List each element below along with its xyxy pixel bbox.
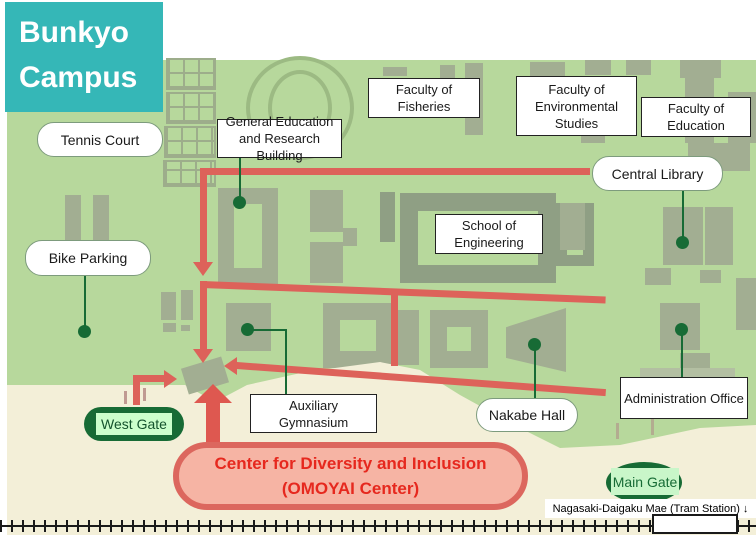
campus-title: Bunkyo Campus [5, 2, 163, 112]
building [440, 65, 455, 80]
building [585, 60, 611, 75]
building [397, 310, 419, 365]
bike-parking-dot [78, 325, 91, 338]
main-gate-post [616, 423, 619, 439]
label-bike-parking: Bike Parking [25, 240, 151, 276]
building [645, 268, 671, 285]
label-auxiliary-gymnasium: Auxiliary Gymnasium [250, 394, 377, 433]
label-nakabe-hall: Nakabe Hall [476, 398, 578, 432]
building [705, 207, 733, 265]
omoyai-arrow-up-icon [194, 384, 232, 403]
tennis-court-grid [166, 58, 216, 90]
connector-line [239, 157, 241, 203]
building [626, 60, 651, 75]
omoyai-arrow-shaft [206, 401, 220, 453]
building [181, 290, 193, 320]
label-faculty-education: Faculty of Education [641, 97, 751, 137]
main-gate-label: Main Gate [611, 468, 679, 495]
nakabe-hall-dot [528, 338, 541, 351]
west-gate-post [124, 391, 127, 404]
building [430, 310, 488, 368]
connector-line [248, 329, 287, 331]
west-gate-post [143, 388, 146, 401]
building [640, 368, 735, 377]
campus-title-line2: Campus [19, 61, 138, 94]
west-gate-label: West Gate [96, 413, 172, 435]
label-faculty-environmental: Faculty of Environmental Studies [516, 76, 637, 136]
omoyai-center-callout: Center for Diversity and Inclusion (OMOY… [173, 442, 528, 510]
road-arrow-right-icon [164, 370, 177, 388]
building [343, 228, 357, 246]
tram-station-note: Nagasaki-Daigaku Mae (Tram Station) ↓ [545, 499, 756, 518]
general-education-building [218, 188, 278, 284]
building [736, 278, 756, 330]
auxiliary-gymnasium-dot [241, 323, 254, 336]
campus-title-line1: Bunkyo [19, 16, 130, 49]
building [380, 192, 395, 242]
omoyai-center-subtitle: (OMOYAI Center) [281, 479, 420, 498]
label-tennis-court: Tennis Court [37, 122, 163, 157]
omoyai-center-title: Center for Diversity and Inclusion [214, 454, 487, 473]
main-gate-post [651, 419, 654, 435]
school-of-engineering-building [400, 193, 556, 283]
general-education-dot [233, 196, 246, 209]
road [200, 168, 207, 265]
label-general-education: General Education and Research Building [217, 114, 342, 163]
tram-track [0, 520, 756, 532]
label-school-engineering: School of Engineering [435, 214, 543, 254]
connector-line [534, 345, 536, 399]
athletic-track-oval [246, 56, 354, 160]
connector-line [682, 190, 684, 243]
tennis-court-grid [164, 126, 216, 158]
road [133, 375, 165, 382]
road-arrow-down-icon [193, 262, 213, 276]
building [161, 292, 176, 320]
building [163, 323, 176, 332]
connector-line [681, 330, 683, 378]
building [530, 62, 565, 77]
road [391, 294, 398, 366]
label-administration-office: Administration Office [620, 377, 748, 419]
building [383, 67, 407, 76]
label-central-library: Central Library [592, 156, 723, 191]
road [200, 168, 590, 175]
building [181, 325, 190, 331]
road-arrow-left-icon [224, 357, 237, 375]
tennis-court-grid [166, 92, 216, 124]
connector-line [285, 329, 287, 395]
building [310, 242, 343, 283]
building [323, 303, 393, 368]
building [560, 203, 585, 250]
building [310, 190, 343, 232]
connector-line [84, 276, 86, 332]
road [200, 281, 207, 351]
central-library-dot [676, 236, 689, 249]
building [700, 270, 721, 283]
tram-platform [652, 514, 738, 534]
administration-office-dot [675, 323, 688, 336]
road [133, 375, 140, 405]
label-faculty-fisheries: Faculty of Fisheries [368, 78, 480, 118]
road-arrow-down-icon [193, 349, 213, 363]
